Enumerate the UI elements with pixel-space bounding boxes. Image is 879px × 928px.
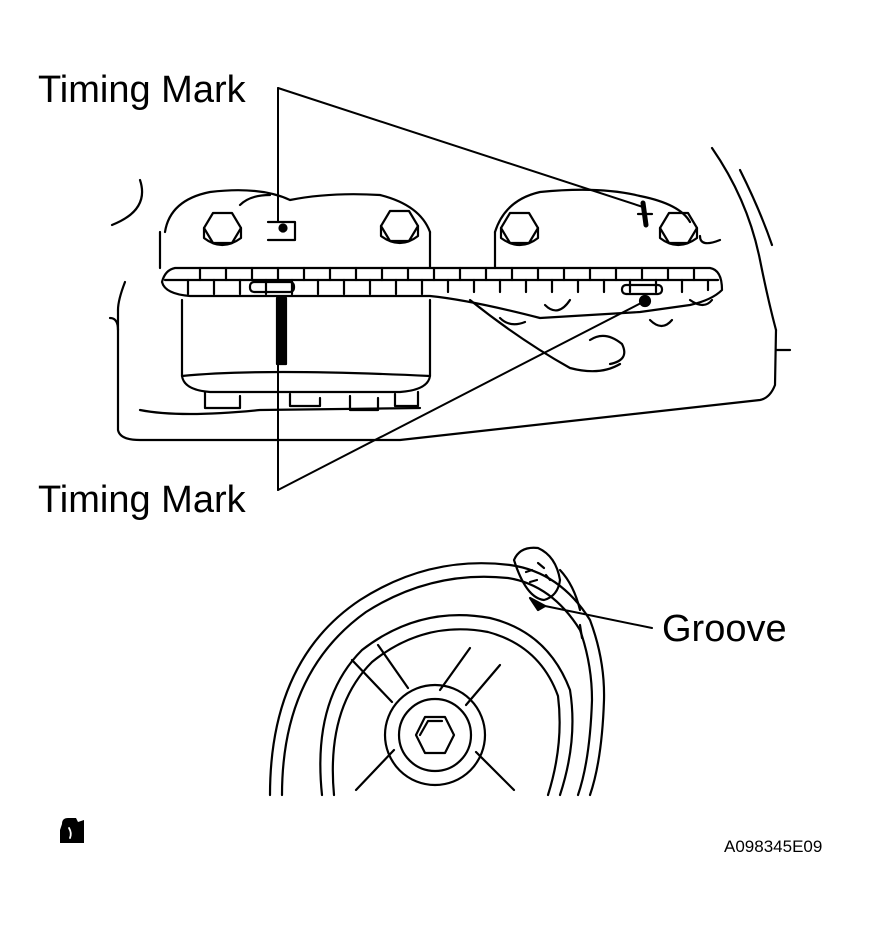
figure-code: A098345E09 xyxy=(724,837,823,856)
cam-cap-bolt xyxy=(202,211,243,247)
timing-mark-label-bottom: Timing Mark xyxy=(38,479,246,521)
timing-chain xyxy=(160,266,724,320)
timing-scale-tab xyxy=(512,546,584,640)
timing-mark-label-top: Timing Mark xyxy=(38,69,246,111)
camshaft-sprocket-right xyxy=(468,298,714,373)
cam-cap-bolt xyxy=(379,209,420,245)
engine-head-housing xyxy=(108,146,792,442)
leader-lines-bottom xyxy=(277,299,644,491)
cam-cap-timing-mark-left xyxy=(266,220,297,242)
camshaft-sprocket xyxy=(180,296,432,412)
groove-label: Groove xyxy=(662,608,787,650)
lubricant-can-icon xyxy=(60,818,84,843)
crankshaft-pulley xyxy=(268,562,606,797)
leader-lines-top xyxy=(277,87,644,223)
cam-cap-bolt xyxy=(499,211,540,247)
cam-cap-bolt xyxy=(658,211,699,247)
leader-line-groove xyxy=(544,605,653,629)
